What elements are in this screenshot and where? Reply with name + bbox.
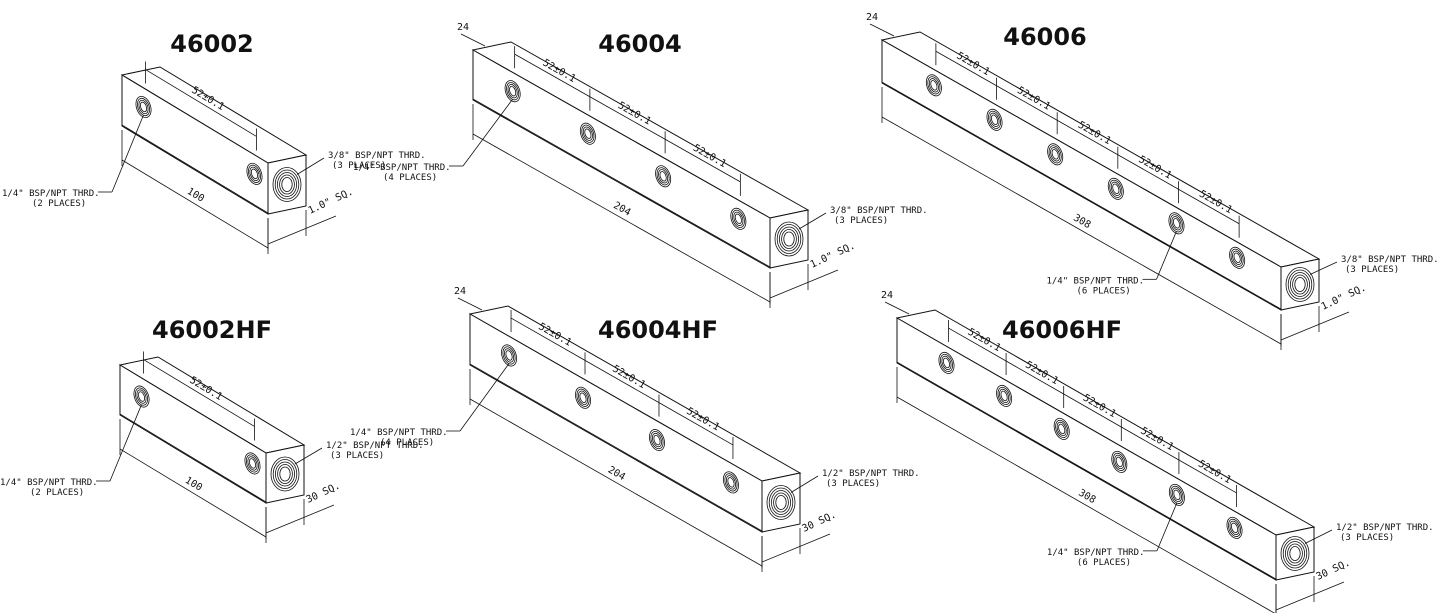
part-title: 46002	[170, 30, 254, 58]
block-end-face	[769, 209, 809, 269]
side-port-icon	[655, 165, 672, 188]
block-end-face	[267, 154, 307, 215]
part-title: 46006	[1003, 23, 1087, 51]
side-port-note: 1/4" BSP/NPT THRD.	[2, 189, 100, 199]
part-title: 46004	[598, 30, 682, 58]
side-port-note: 1/4" BSP/NPT THRD.	[353, 163, 451, 173]
end-port-icon	[270, 456, 300, 492]
side-port-icon	[1107, 177, 1124, 200]
side-port-icon	[986, 108, 1003, 131]
block-top-face	[880, 31, 1321, 268]
square-label: 30 SQ.	[1315, 557, 1352, 582]
part-title: 46004HF	[598, 316, 718, 344]
side-port-note-places: (6 PLACES)	[1076, 286, 1130, 296]
end-port-icon	[1280, 536, 1310, 571]
square-label: 1.0" SQ.	[307, 186, 355, 216]
side-port-icon	[133, 385, 150, 408]
side-port-icon	[1168, 483, 1185, 506]
block-end-face	[761, 472, 801, 533]
end-port-note: 3/8" BSP/NPT THRD.	[830, 206, 928, 216]
side-port-icon	[1047, 143, 1064, 166]
side-port-icon	[579, 122, 596, 145]
length-label: 308	[1071, 213, 1092, 231]
part-title: 46006HF	[1002, 316, 1122, 344]
end-port-note-places: (3 PLACES)	[834, 216, 888, 226]
first-offset-label: 24	[457, 22, 469, 33]
side-port-icon	[996, 384, 1013, 407]
side-port-note-places: (4 PLACES)	[380, 438, 434, 448]
side-port-icon	[1229, 246, 1246, 269]
length-label: 308	[1076, 488, 1097, 507]
end-port-note-places: (3 PLACES)	[1340, 533, 1394, 543]
side-port-icon	[1111, 450, 1128, 473]
block-end-face	[1280, 258, 1320, 311]
side-port-icon	[730, 207, 747, 230]
side-port-note-places: (2 PLACES)	[30, 488, 84, 498]
block-front-face	[896, 317, 1277, 581]
block-end-face	[265, 444, 305, 504]
first-offset-label: 24	[454, 286, 466, 297]
side-port-icon	[1226, 516, 1243, 539]
end-port-note: 3/8" BSP/NPT THRD.	[328, 151, 426, 161]
part-title: 46002HF	[152, 316, 272, 344]
square-label: 1.0" SQ.	[809, 240, 857, 270]
side-port-icon	[1168, 212, 1185, 235]
side-port-note: 1/4" BSP/NPT THRD.	[1046, 276, 1144, 286]
length-label: 204	[606, 465, 627, 484]
side-port-note-places: (6 PLACES)	[1077, 558, 1131, 568]
side-port-icon	[135, 95, 152, 118]
length-label: 204	[611, 200, 632, 218]
side-port-icon	[244, 452, 261, 475]
end-port-icon	[272, 167, 302, 202]
side-port-note: 1/4" BSP/NPT THRD.	[1047, 548, 1145, 558]
length-label: 100	[183, 475, 204, 494]
end-port-note: 3/8" BSP/NPT THRD.	[1341, 255, 1439, 265]
side-port-icon	[649, 429, 665, 452]
end-port-note-places: (3 PLACES)	[332, 161, 386, 171]
first-offset-label: 24	[881, 290, 893, 301]
side-port-icon	[938, 351, 955, 374]
side-port-note: 1/4" BSP/NPT THRD.	[350, 428, 448, 438]
end-port-note-places: (3 PLACES)	[826, 479, 880, 489]
side-port-note: 1/4" BSP/NPT THRD.	[0, 478, 98, 488]
end-port-icon	[774, 221, 804, 257]
side-port-icon	[1053, 417, 1070, 440]
first-offset-label: 24	[866, 12, 878, 23]
block-front-face	[881, 39, 1282, 311]
side-port-icon	[246, 162, 263, 185]
end-port-icon	[766, 485, 796, 520]
side-port-note-places: (2 PLACES)	[32, 199, 86, 209]
side-port-icon	[722, 471, 739, 494]
side-port-icon	[504, 80, 521, 103]
block-end-face	[1275, 526, 1315, 581]
end-port-icon	[1285, 267, 1315, 302]
side-port-icon	[575, 386, 591, 409]
side-port-icon	[501, 344, 518, 367]
end-port-note-places: (3 PLACES)	[1345, 265, 1399, 275]
end-port-note: 1/2" BSP/NPT THRD.	[822, 469, 920, 479]
end-port-note: 1/2" BSP/NPT THRD.	[326, 441, 424, 451]
side-port-note-places: (4 PLACES)	[383, 173, 437, 183]
square-label: 30 SQ.	[801, 509, 838, 534]
end-port-note: 1/2" BSP/NPT THRD.	[1336, 523, 1434, 533]
side-port-icon	[925, 74, 942, 97]
length-label: 100	[185, 186, 206, 205]
part-46006: 52±0.152±0.152±0.152±0.152±0.1243081.0" …	[866, 12, 1439, 350]
end-port-note-places: (3 PLACES)	[330, 451, 384, 461]
square-label: 30 SQ.	[305, 480, 342, 505]
square-label: 1.0" SQ.	[1320, 282, 1368, 312]
